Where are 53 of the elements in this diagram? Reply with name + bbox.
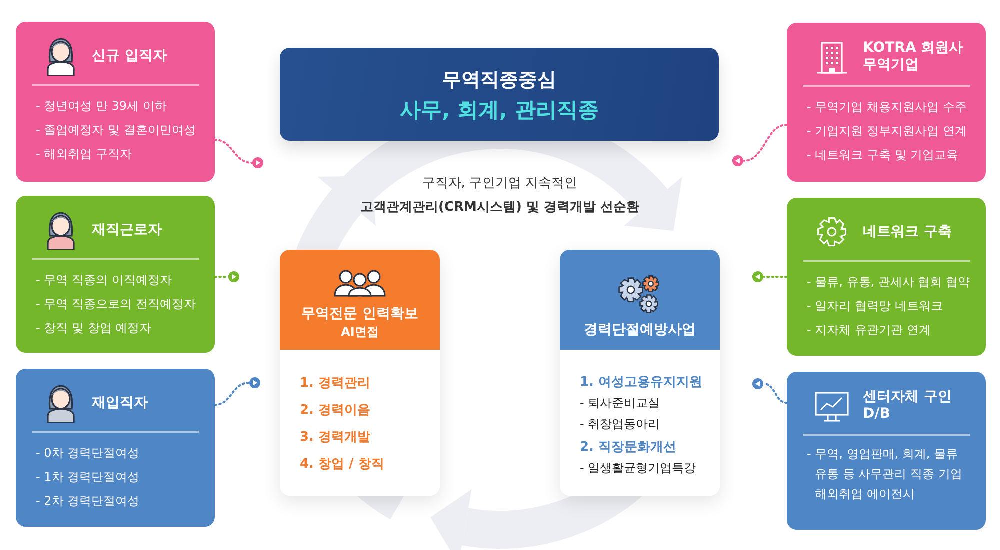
bullet-item: - 퇴사준비교실 <box>580 395 662 412</box>
card-heading: 재직근로자 <box>92 222 162 238</box>
bullet-item: - 1차 경력단절여성 <box>35 469 141 486</box>
bullet-item: - 무역 직종으로의 전직예정자 <box>35 296 197 313</box>
list-item: 2. 경력이음 <box>300 402 372 420</box>
bullet-item: - 일생활균형기업특강 <box>580 460 698 477</box>
list-item: 1. 경력관리 <box>300 375 372 393</box>
list-item: 4. 창업 / 창직 <box>300 456 386 474</box>
bullet-item: - 해외취업 구직자 <box>35 146 133 163</box>
program-card <box>560 250 720 496</box>
list-heading: 1. 여성고용유지지원 <box>580 374 704 392</box>
card-heading: 센터자체 구인 D/B <box>863 389 953 423</box>
info-card <box>787 198 986 356</box>
bullet-item: - 지자체 유관기관 연계 <box>806 322 932 339</box>
card-heading: 신규 입직자 <box>92 48 167 64</box>
info-card <box>787 372 986 530</box>
bullet-item: - 물류, 유통, 관세사 협회 협약 <box>806 274 970 291</box>
dotted-arrow <box>214 272 240 282</box>
list-heading: 2. 직장문화개선 <box>580 439 678 457</box>
card-heading: 네트워크 구축 <box>863 224 952 240</box>
list-item: 3. 경력개발 <box>300 429 372 447</box>
bullet-item: - 네트워크 구축 및 기업교육 <box>806 147 960 164</box>
bullet-item: - 무역기업 채용지원사업 수주 <box>806 99 968 116</box>
dotted-arrow <box>214 378 260 406</box>
title-text: 사무, 회계, 관리직종 <box>400 96 599 124</box>
info-card <box>16 369 215 527</box>
title-box <box>280 48 719 141</box>
bullet-item: - 무역 직종의 이직예정자 <box>35 272 173 289</box>
bullet-item: - 2차 경력단절여성 <box>35 493 141 510</box>
card-heading: 무역전문 인력확보 <box>302 305 418 324</box>
dotted-arrow <box>752 378 788 404</box>
program-card <box>280 250 440 496</box>
subtitle-text: 구직자, 구인기업 지속적인 <box>422 176 578 191</box>
dotted-arrow <box>214 139 264 168</box>
dotted-arrow <box>752 272 788 282</box>
bullet-item: - 청년여성 만 39세 이하 <box>35 98 168 115</box>
bullet-item: - 무역, 영업판매, 회계, 물류 유통 등 사무관리 직종 기업 해외취업 에이전시 <box>806 446 964 503</box>
title-text: 무역직종중심 <box>442 68 556 92</box>
bullet-item: - 취창업동아리 <box>580 416 662 433</box>
card-heading: 경력단절예방사업 <box>584 321 696 340</box>
card-heading: KOTRA 회원사 무역기업 <box>863 40 964 74</box>
card-subheading: AI면접 <box>341 324 379 340</box>
bullet-item: - 일자리 협력망 네트워크 <box>806 298 944 315</box>
subtitle-text: 고객관계관리(CRM시스템) 및 경력개발 선순환 <box>360 200 640 215</box>
info-card <box>787 23 986 182</box>
bullet-item: - 기업지원 정부지원사업 연계 <box>806 123 968 140</box>
card-heading: 재입직자 <box>92 394 148 412</box>
bullet-item: - 창직 및 창업 예정자 <box>35 320 153 337</box>
info-card <box>16 196 215 353</box>
bullet-item: - 0차 경력단절여성 <box>35 445 141 462</box>
dotted-arrow <box>732 124 788 166</box>
bullet-item: - 졸업예정자 및 결혼이민여성 <box>35 122 197 139</box>
info-card <box>16 22 215 182</box>
